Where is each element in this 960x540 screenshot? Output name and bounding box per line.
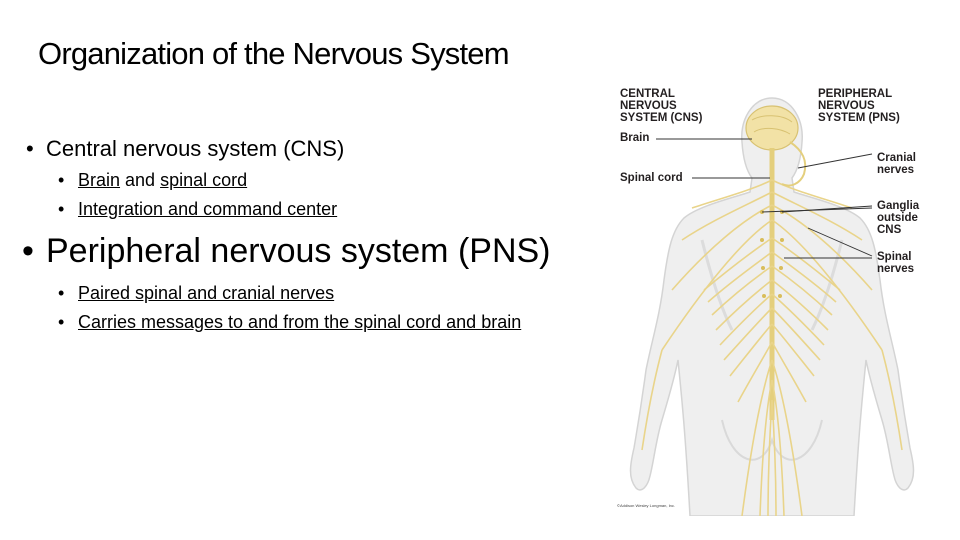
- bullet-cns: • Central nervous system (CNS): [26, 136, 344, 162]
- paired-nerves-link[interactable]: Paired spinal and cranial nerves: [78, 283, 335, 303]
- bullet-cns-text: Central nervous system (CNS): [46, 136, 345, 161]
- bullet-dot: •: [22, 232, 34, 270]
- nervous-system-figure: [629, 97, 915, 516]
- bullet-dot: •: [26, 136, 34, 161]
- cns-heading-label: CENTRAL NERVOUS SYSTEM (CNS): [620, 88, 703, 124]
- slide-title: Organization of the Nervous System: [38, 36, 510, 71]
- spinal-nerves-leader-line-2: [807, 227, 873, 257]
- bullet-cns-sub1: • Brain and spinal cord: [58, 170, 247, 191]
- bullet-pns-text: Peripheral nervous system (PNS): [46, 232, 551, 270]
- spinal-nerves-label: Spinal nerves: [877, 251, 915, 275]
- brain-label: Brain: [620, 132, 650, 144]
- ganglia-label: Ganglia outside CNS: [877, 200, 920, 236]
- bullet-pns: • Peripheral nervous system (PNS): [22, 232, 551, 271]
- pns-heading-label: PERIPHERAL NERVOUS SYSTEM (PNS): [818, 88, 900, 124]
- brain-link[interactable]: Brain: [78, 170, 121, 190]
- cranial-leader-line: [797, 153, 873, 169]
- bullet-dot: •: [58, 199, 65, 219]
- carries-messages-link[interactable]: Carries messages to and from the spinal …: [78, 312, 522, 332]
- spinal-cord-label: Spinal cord: [620, 172, 683, 184]
- bullet-pns-sub2: • Carries messages to and from the spinal…: [58, 312, 521, 333]
- bullet-dot: •: [58, 283, 65, 303]
- bullet-pns-sub1: • Paired spinal and cranial nerves: [58, 283, 334, 304]
- bullet-dot: •: [58, 170, 65, 190]
- conjunction-text: and: [120, 170, 161, 190]
- copyright-text: ©Addison Wesley Longman, Inc.: [617, 503, 676, 508]
- bullet-dot: •: [58, 312, 65, 332]
- cranial-nerves-label: Cranial nerves: [877, 152, 916, 176]
- ganglia-leader-line-2: [761, 207, 873, 213]
- integration-link[interactable]: Integration and command center: [78, 199, 338, 219]
- bullet-cns-sub2: • Integration and command center: [58, 199, 337, 220]
- spinal-cord-link[interactable]: spinal cord: [160, 170, 248, 190]
- spinal-nerves: [641, 179, 903, 516]
